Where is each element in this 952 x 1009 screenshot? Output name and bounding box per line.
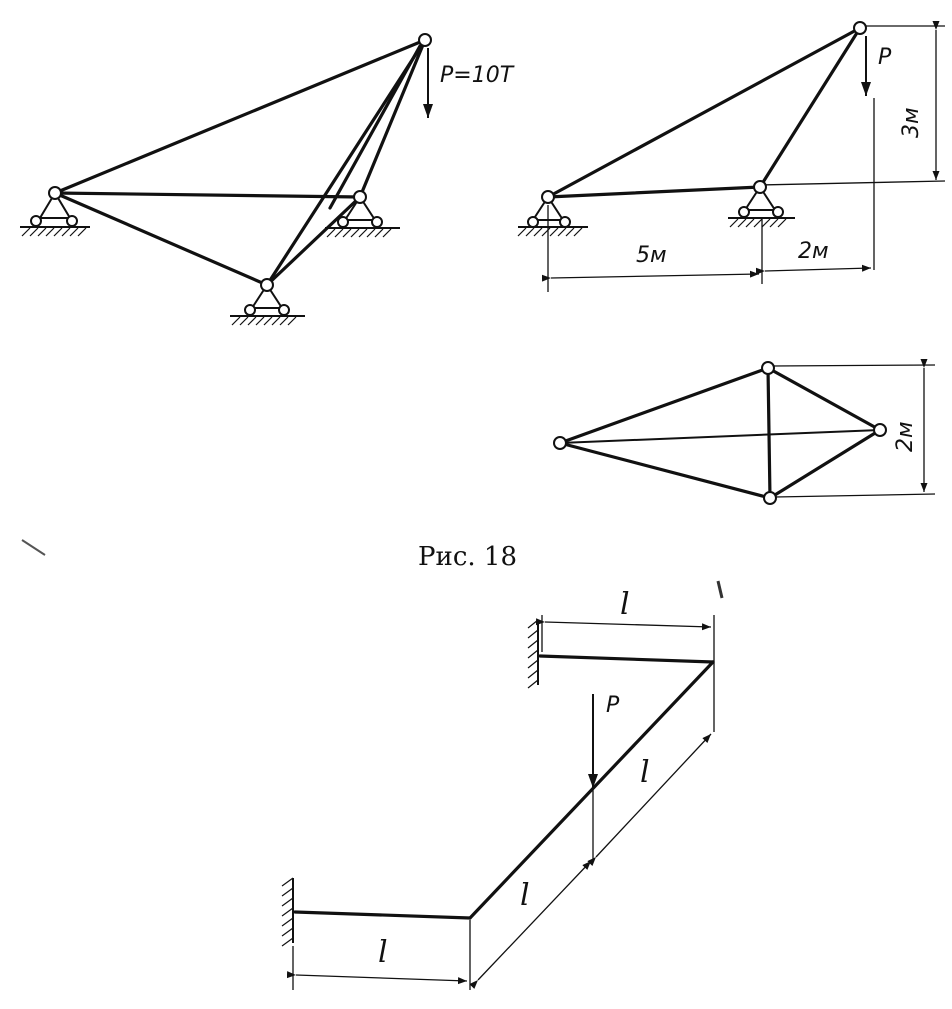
dim-arrow-diag-upper	[587, 733, 712, 866]
ext-line-bottom-3	[774, 493, 936, 498]
dim-label-5m: 5м	[636, 243, 667, 268]
joint-right-3	[873, 423, 887, 437]
joint-b	[753, 180, 767, 194]
ext-line-top-3	[771, 364, 936, 367]
bar-left-right	[53, 191, 362, 199]
bar-left-right-diag	[559, 429, 881, 444]
beam-diagonal	[468, 660, 715, 920]
truss-figure-1: P=10T	[20, 33, 515, 326]
joint-bottom	[260, 278, 274, 292]
dim-label-height: 3м	[899, 107, 924, 138]
bar-top-rightnode	[766, 366, 882, 432]
scan-mark-right	[716, 580, 724, 599]
bar-right-bottom	[265, 195, 362, 287]
truss-figure-2: P 3м 5м 2м	[517, 21, 946, 292]
joint-top-3	[761, 361, 775, 375]
bar-left-top	[53, 38, 427, 195]
dim-label-diag-lower: l	[520, 878, 530, 913]
bar-a-b	[546, 185, 762, 199]
truss-figure-3: 2м	[553, 359, 936, 505]
joint-a	[541, 190, 555, 204]
dim-arrow-2m	[755, 264, 872, 275]
dim-label-height-3: 2м	[893, 421, 918, 452]
bar-left-bottom	[53, 191, 269, 287]
bar-vertical	[766, 366, 772, 500]
bar-a-top	[546, 26, 862, 199]
pin-support-right	[325, 195, 400, 238]
bar-bottom-rightnode	[768, 428, 882, 500]
joint-right	[353, 190, 367, 204]
dim-label-2m: 2м	[798, 239, 829, 264]
pin-support-bottom	[230, 283, 305, 326]
frame-figure-4: P l l l l	[281, 587, 715, 990]
joint-left	[48, 186, 62, 200]
dim-arrow-bottom	[286, 971, 468, 985]
bar-top-bottom-2	[328, 44, 422, 210]
joint-bottom-3	[763, 491, 777, 505]
dim-arrow-5m	[541, 270, 760, 282]
bar-top-bottom	[265, 38, 427, 287]
dim-label-bottom: l	[378, 935, 388, 970]
bar-top-right	[358, 38, 427, 199]
figure-caption: Рис. 18	[418, 542, 517, 572]
bar-b-top	[758, 26, 862, 189]
dim-arrow-diag-lower	[469, 860, 592, 989]
scan-mark-left	[21, 539, 46, 556]
load-label: P=10T	[440, 63, 515, 88]
joint-top	[418, 33, 432, 47]
beam-top	[538, 654, 715, 664]
dim-label-diag-upper: l	[640, 755, 650, 790]
dim-label-top: l	[620, 587, 630, 622]
load-label-p: P	[878, 45, 892, 70]
ext-line-base	[759, 180, 946, 186]
wall-bottom-hatch	[281, 877, 294, 947]
dim-arrow-top	[535, 618, 712, 631]
pin-support-b	[728, 185, 795, 228]
pin-support-a	[517, 195, 588, 237]
load-label-frame: P	[606, 693, 620, 718]
bar-left-bottomnode	[558, 441, 772, 500]
pin-support-left	[20, 191, 90, 237]
joint-left-3	[553, 436, 567, 450]
joint-top-2	[853, 21, 867, 35]
beam-bottom	[293, 910, 472, 920]
bar-left-topnode	[558, 366, 770, 445]
wall-top-hatch	[527, 619, 539, 689]
